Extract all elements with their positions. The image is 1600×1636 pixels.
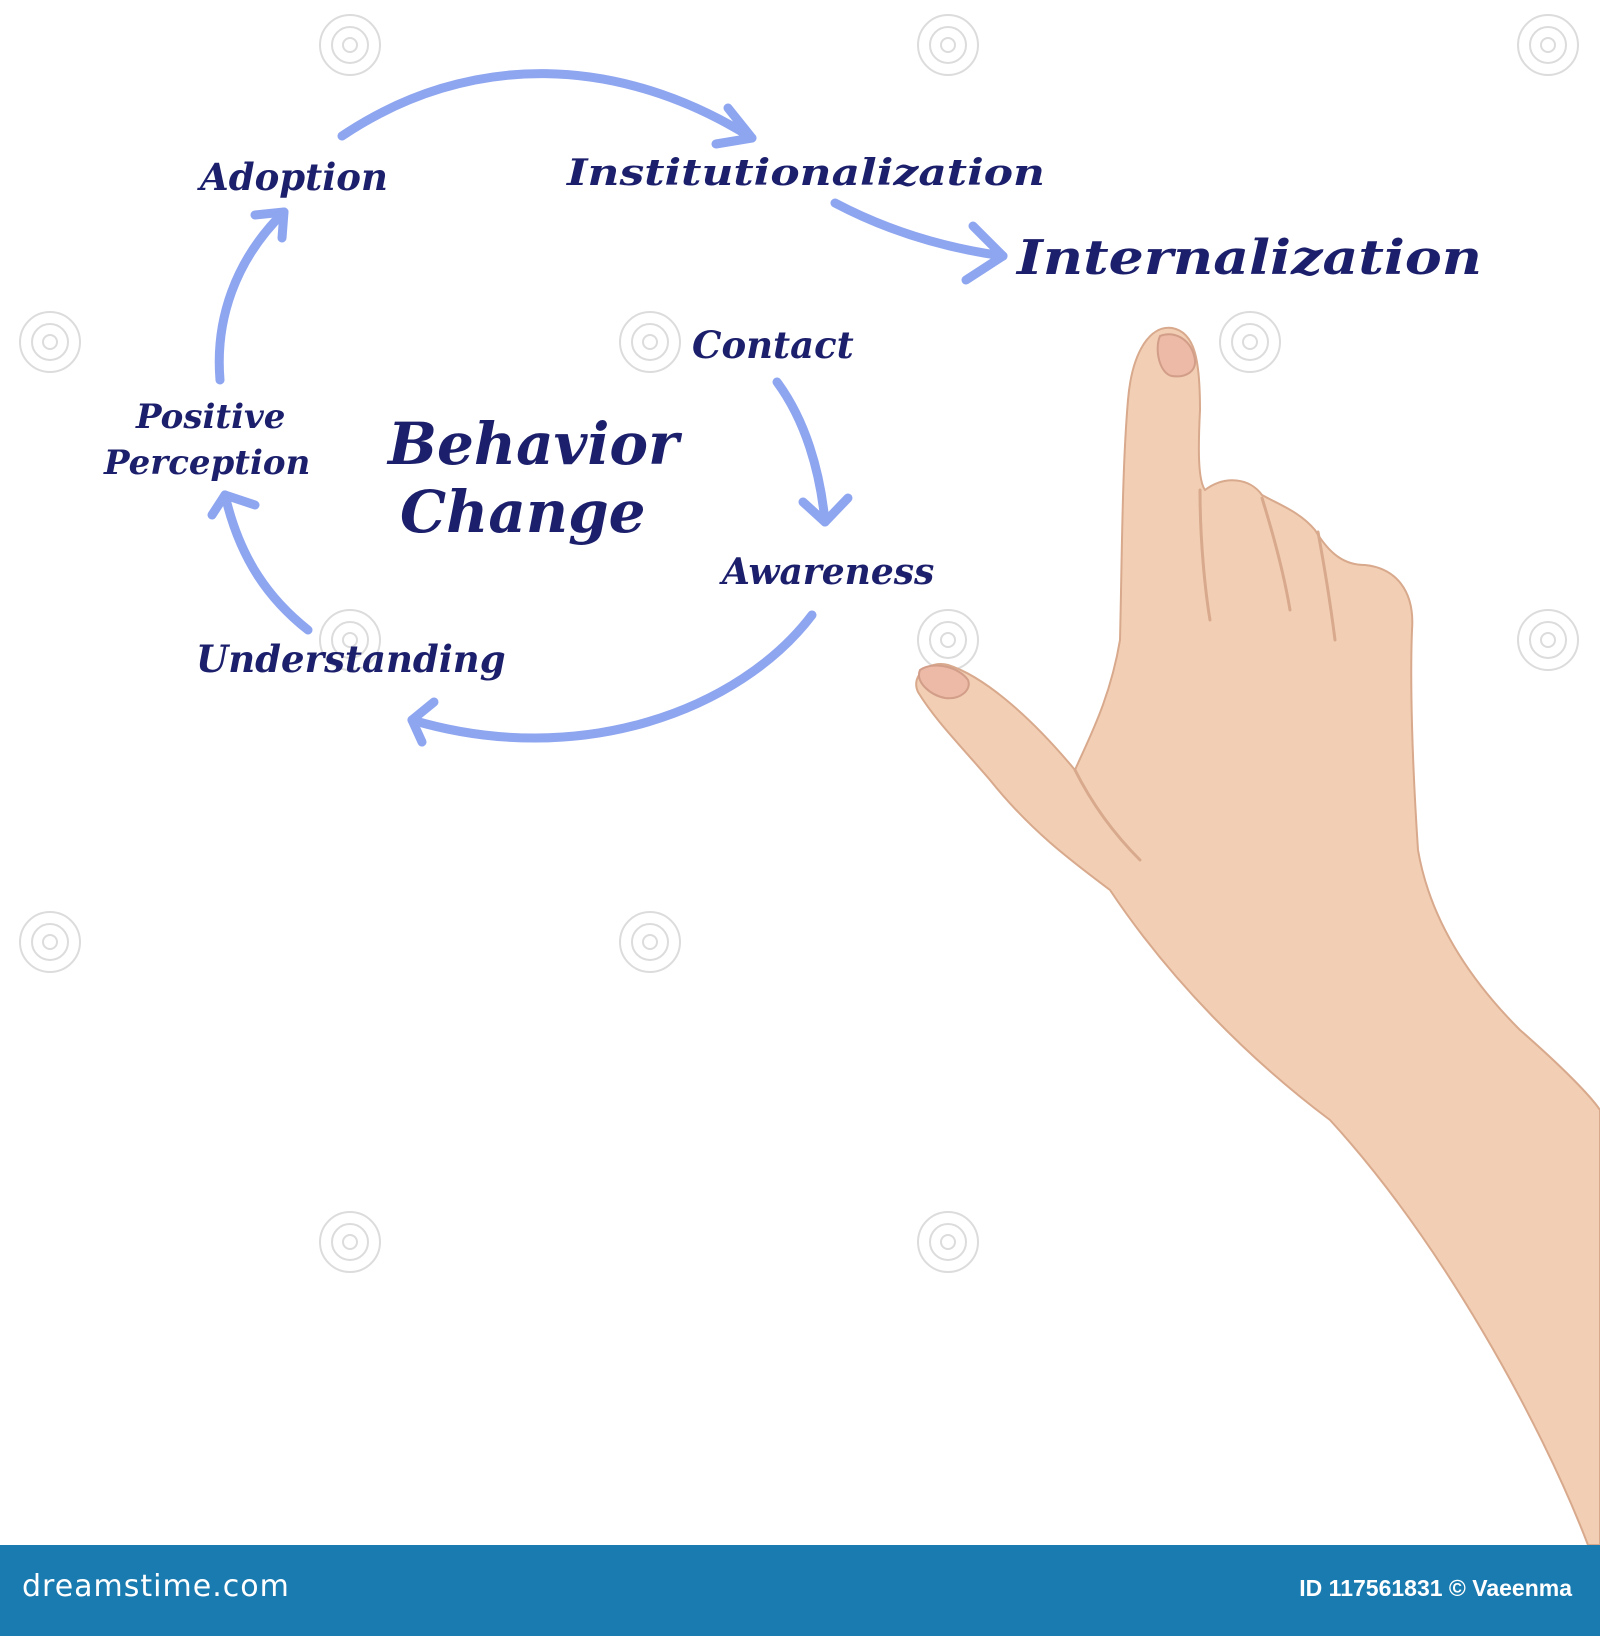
- footer-bar: dreamstime.com ID 117561831 © Vaeenma: [0, 1545, 1600, 1636]
- finger-creases: [1073, 488, 1337, 862]
- diagram-stage: Adoption Institutionalization Internaliz…: [19, 14, 1600, 1545]
- watermark-spiral-icon: [319, 1211, 381, 1273]
- arrow-adoption-to-institutionalization: [337, 69, 757, 149]
- label-awareness: Awareness: [719, 551, 934, 593]
- cycle-arrows: [207, 69, 1008, 747]
- watermark-spiral-icon: [619, 311, 681, 373]
- watermark-spiral-icon: [1517, 14, 1579, 76]
- arrow-contact-to-awareness: [772, 377, 853, 527]
- watermark-spiral-icon: [319, 609, 381, 671]
- hand-arm: [915, 326, 1600, 1545]
- label-contact: Contact: [692, 323, 854, 367]
- watermark-spiral-icon: [19, 911, 81, 973]
- behavior-change-diagram: Adoption Institutionalization Internaliz…: [19, 14, 1600, 1545]
- footer-image-id: ID 117561831 © Vaeenma: [1299, 1575, 1572, 1601]
- arrow-understanding-to-positive-perception: [207, 490, 313, 635]
- watermark-spiral-icon: [917, 1211, 979, 1273]
- watermark-spiral-icon: [619, 911, 681, 973]
- label-institutionalization: Institutionalization: [566, 152, 1045, 194]
- index-fingernail: [1156, 333, 1197, 378]
- footer-brand-logo: dreamstime.com: [22, 1569, 290, 1604]
- label-understanding: Understanding: [196, 637, 506, 681]
- watermark-spiral-icon: [917, 609, 979, 671]
- watermark-spiral-icon: [1219, 311, 1281, 373]
- watermark-spiral-icon: [19, 311, 81, 373]
- watermark-spiral-icon: [917, 14, 979, 76]
- arrow-positive-perception-to-adoption: [214, 207, 289, 385]
- arrow-awareness-to-understanding: [407, 610, 817, 747]
- label-positive-perception-line2: Perception: [103, 443, 310, 483]
- label-positive-perception-line1: Positive: [135, 397, 285, 437]
- pointing-hand: [915, 326, 1600, 1545]
- watermark-spiral-icon: [1517, 609, 1579, 671]
- arrow-institutionalization-to-internalization: [830, 198, 1008, 285]
- thumb-nail: [918, 664, 970, 700]
- center-title-line2: Change: [400, 478, 646, 546]
- diagram-labels: Adoption Institutionalization Internaliz…: [103, 152, 1482, 681]
- label-internalization: Internalization: [1015, 230, 1482, 286]
- label-adoption: Adoption: [197, 155, 388, 199]
- watermark-spiral-icon: [319, 14, 381, 76]
- center-title-line1: Behavior: [386, 410, 683, 478]
